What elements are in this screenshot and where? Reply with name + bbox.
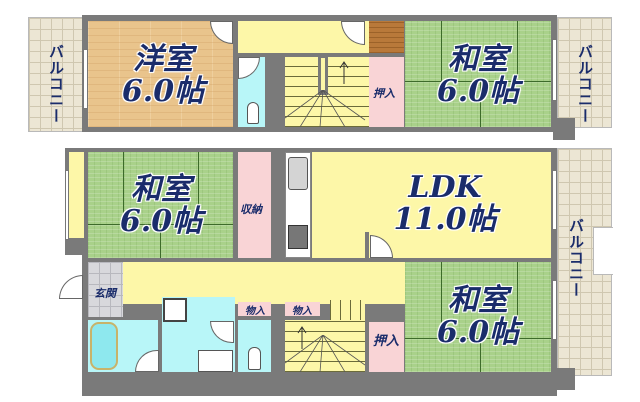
closet-upper xyxy=(369,57,404,127)
window xyxy=(552,280,557,340)
room-size: 6.0帖 xyxy=(436,73,520,109)
tatami-line xyxy=(198,152,199,224)
entrance-door[interactable] xyxy=(59,275,83,299)
partition xyxy=(365,232,369,258)
closet-label: 押入 xyxy=(373,334,400,349)
room-name: 洋室 xyxy=(133,42,193,77)
ldk xyxy=(312,152,551,258)
western-room-label: 洋室 6.0帖 xyxy=(118,44,208,107)
balcony-notch xyxy=(593,227,613,275)
entrance-label: 玄関 xyxy=(94,287,116,300)
storage-1 xyxy=(238,302,271,316)
western-room xyxy=(88,21,233,127)
sink-icon xyxy=(288,157,308,190)
lower-floor: 和室 6.0帖 収納 LDK 11.0帖 玄関 物入 物入 xyxy=(0,140,640,402)
stove-icon xyxy=(288,225,308,249)
storage xyxy=(238,152,271,258)
tatami-line xyxy=(405,338,551,339)
washing-machine-icon xyxy=(163,298,187,322)
storage-2 xyxy=(285,302,320,316)
stair-winders xyxy=(285,335,365,372)
tatami-line xyxy=(517,21,518,81)
stair-core-inner xyxy=(321,58,325,90)
balcony-label: バルコニー xyxy=(567,218,585,298)
storage-1-label: 物入 xyxy=(245,306,265,317)
balcony-label: バルコニー xyxy=(47,44,65,124)
balcony-label: バルコニー xyxy=(576,44,594,124)
balcony-upper-right xyxy=(557,17,612,128)
storage-cabinet xyxy=(369,21,404,53)
window-bay xyxy=(69,152,84,238)
room-name: 和室 xyxy=(131,172,191,207)
japanese-room-lower-right xyxy=(405,262,551,372)
room-name: 和室 xyxy=(448,283,508,318)
bathtub-icon xyxy=(90,322,118,370)
window xyxy=(65,170,69,240)
stair-arrow-icon xyxy=(297,326,307,349)
room-size: 6.0帖 xyxy=(121,73,205,109)
window xyxy=(83,49,88,109)
storage-label: 収納 xyxy=(240,203,262,216)
window xyxy=(552,170,557,230)
stairs-lower-upper-run xyxy=(330,300,365,320)
tatami-line xyxy=(405,81,551,82)
stair-arrow-icon xyxy=(339,61,349,84)
japanese-room-lower-left xyxy=(88,152,233,258)
room-name: LDK xyxy=(408,170,482,205)
closet-lower xyxy=(369,322,404,372)
entrance xyxy=(88,262,123,317)
stairs-lower[interactable] xyxy=(285,320,365,372)
tatami-line xyxy=(480,81,481,127)
window xyxy=(552,39,557,101)
japanese-room-upper-label: 和室 6.0帖 xyxy=(433,44,523,107)
room-name: 和室 xyxy=(448,42,508,77)
washbasin-icon xyxy=(198,350,233,372)
tatami-line xyxy=(123,152,124,224)
upper-floor: バルコニー 洋室 6.0帖 押入 和室 6.0帖 バルコニー xyxy=(0,0,640,140)
room-size: 6.0帖 xyxy=(119,203,203,239)
toilet-icon xyxy=(247,102,259,124)
pillar xyxy=(553,118,575,140)
room-size: 6.0帖 xyxy=(436,314,520,350)
balcony-upper-left xyxy=(28,17,84,132)
stair-winders xyxy=(285,90,366,127)
japanese-room-upper xyxy=(405,21,551,127)
japanese-room-lower-left-label: 和室 6.0帖 xyxy=(116,174,206,237)
tatami-line xyxy=(441,21,442,81)
tatami-line xyxy=(160,224,161,258)
toilet-icon xyxy=(248,347,261,370)
tatami-line xyxy=(517,262,518,338)
tatami-line xyxy=(480,338,481,372)
room-size: 11.0帖 xyxy=(393,201,497,237)
japanese-room-lower-right-label: 和室 6.0帖 xyxy=(433,285,523,348)
ldk-label: LDK 11.0帖 xyxy=(390,172,500,235)
closet-label: 押入 xyxy=(373,87,395,100)
tatami-line xyxy=(441,262,442,338)
storage-2-label: 物入 xyxy=(292,306,312,317)
pillar xyxy=(553,368,575,390)
